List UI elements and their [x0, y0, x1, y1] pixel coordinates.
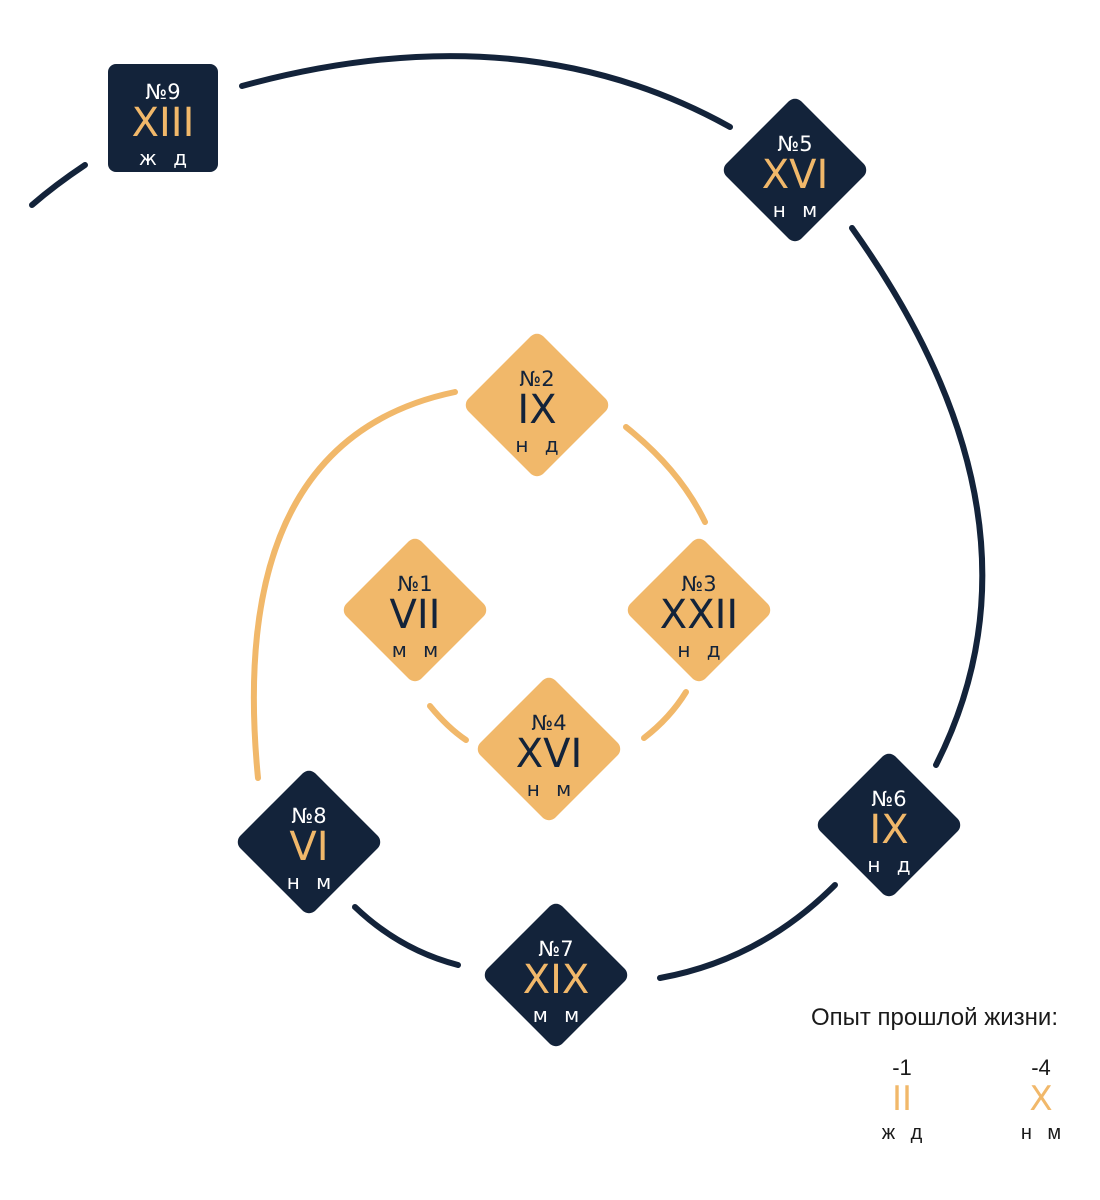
legend-item: -1 II ж д — [862, 1056, 942, 1148]
node-letters: н д — [677, 638, 726, 662]
inner-arc-1-4 — [427, 703, 469, 743]
node-5: №5 XVI н м — [720, 95, 870, 245]
legend-title: Опыт прошлой жизни: — [810, 1004, 1058, 1031]
node-7: №7 XIX м м — [481, 900, 631, 1050]
legend-delta: -4 — [1031, 1055, 1051, 1080]
outer-arc-left-9 — [29, 162, 88, 208]
node-4: №4 XVI н м — [474, 674, 624, 824]
node-3: №3 XXII н д — [624, 535, 774, 685]
node-letters: н м — [286, 870, 337, 894]
node-roman: XXII — [659, 592, 739, 638]
outer-arc-9-5 — [239, 53, 733, 130]
legend-letters: н м — [1020, 1122, 1067, 1144]
node-roman: IX — [517, 387, 557, 433]
outer-arc-6-7 — [657, 882, 838, 981]
node-letters: н м — [772, 198, 823, 222]
inner-arc-2-3 — [623, 424, 708, 525]
node-6: №6 IX н д — [814, 750, 964, 900]
node-1: №1 VII м м — [340, 535, 490, 685]
node-number: №9 — [145, 80, 181, 104]
node-2: №2 IX н д — [462, 330, 612, 480]
node-9: №9 XIII ж д — [88, 43, 238, 193]
node-8: №8 VI н м — [234, 767, 384, 917]
node-letters: ж д — [138, 146, 193, 170]
node-letters: н д — [867, 853, 916, 877]
node-roman: XIII — [131, 100, 195, 146]
node-square — [108, 64, 218, 172]
inner-arc-3-4 — [641, 689, 689, 741]
legend-delta: -1 — [892, 1055, 912, 1080]
node-number: №4 — [531, 711, 567, 735]
node-letters: м м — [391, 638, 444, 662]
node-roman: XVI — [515, 731, 583, 777]
legend-roman: II — [891, 1079, 913, 1119]
node-letters: н м — [526, 777, 577, 801]
node-number: №1 — [397, 572, 433, 596]
node-roman: VII — [389, 592, 441, 638]
node-letters: м м — [532, 1003, 585, 1027]
node-number: №7 — [538, 937, 574, 961]
node-number: №6 — [871, 787, 907, 811]
inner-arc-2-8 — [250, 389, 458, 781]
node-roman: XVI — [761, 152, 829, 198]
legend-letters: ж д — [881, 1122, 928, 1144]
legend: Опыт прошлой жизни: -1 II ж д -4 X н м — [780, 1000, 1080, 1160]
node-number: №2 — [519, 367, 555, 391]
node-roman: VI — [289, 824, 329, 870]
legend-roman: X — [1029, 1079, 1053, 1119]
node-number: №3 — [681, 572, 717, 596]
node-letters: н д — [515, 433, 564, 457]
legend-item: -4 X н м — [1001, 1056, 1081, 1148]
node-roman: IX — [869, 807, 909, 853]
node-roman: XIX — [522, 957, 590, 1003]
outer-arc-7-8 — [352, 904, 461, 968]
outer-arc-5-6 — [849, 225, 986, 768]
node-number: №5 — [777, 132, 813, 156]
node-number: №8 — [291, 804, 327, 828]
